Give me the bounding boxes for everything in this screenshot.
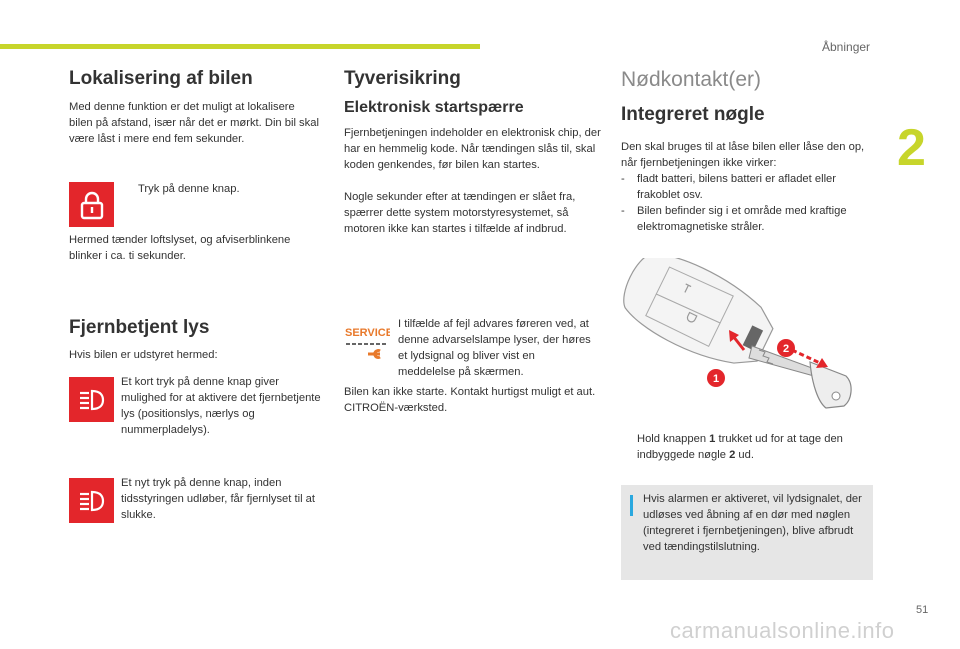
removal-arrow-icon: [791, 348, 828, 368]
chapter-number: 2: [897, 119, 926, 177]
headlight-button-1[interactable]: [69, 377, 114, 422]
info-icon: [630, 495, 633, 516]
remote-key-body: [623, 258, 774, 364]
service-warning-lamp: SERVICE: [344, 324, 393, 364]
integrated-key-list: -fladt batteri, bilens batteri er aflade…: [621, 171, 871, 235]
remote-light-item1: Et kort tryk på denne knap giver mulighe…: [121, 376, 321, 436]
headlight-button-2[interactable]: [69, 478, 114, 523]
header-accent-bar: [0, 44, 480, 49]
svg-text:2: 2: [783, 343, 789, 355]
immobiliser-subtitle: Elektronisk startspærre: [344, 99, 524, 116]
locate-title: Lokalisering af bilen: [69, 68, 253, 89]
antitheft-title: Tyverisikring: [344, 68, 461, 89]
step-bullet-icon: [621, 431, 637, 463]
immobiliser-para1: Fjernbetjeningen indeholder en elektroni…: [344, 127, 601, 171]
key-illustration: 1 2: [623, 258, 852, 409]
remote-light-item2: Et nyt tryk på denne knap, inden tidssty…: [121, 477, 315, 521]
watermark: carmanualsonline.info: [670, 618, 895, 643]
service-final: Bilen kan ikke starte. Kontakt hurtigst …: [344, 386, 596, 414]
locate-step: Tryk på denne knap.: [138, 183, 240, 195]
emergency-title: Nødkontakt(er): [621, 68, 762, 91]
list-item: -Bilen befinder sig i et område med kraf…: [621, 205, 847, 233]
page-number: 51: [916, 604, 929, 616]
section-label: Åbninger: [822, 40, 871, 54]
locate-intro: Med denne funktion er det muligt at loka…: [69, 101, 319, 145]
info-box: [621, 485, 873, 580]
info-text: Hvis alarmen er aktiveret, vil lydsignal…: [643, 493, 862, 553]
headlight-icon: [79, 490, 104, 511]
remote-light-intro: Hvis bilen er udstyret hermed:: [69, 349, 218, 361]
callout-1: 1: [707, 369, 725, 387]
service-text: I tilfælde af fejl advares føreren ved, …: [398, 318, 591, 378]
service-wrench-icon: SERVICE: [345, 327, 393, 359]
immobiliser-para2: Nogle sekunder efter at tændingen er slå…: [344, 191, 576, 235]
remote-light-title: Fjernbetjent lys: [69, 317, 210, 338]
list-item: -fladt batteri, bilens batteri er aflade…: [621, 173, 836, 201]
svg-text:SERVICE: SERVICE: [345, 327, 390, 339]
lock-button[interactable]: [69, 182, 114, 227]
headlight-icon: [79, 389, 104, 410]
integrated-key-step: Hold knappen 1 trukket ud for at tage de…: [621, 431, 871, 463]
integrated-key-subtitle: Integreret nøgle: [621, 104, 765, 125]
push-arrow-icon: [729, 330, 746, 351]
svg-text:1: 1: [713, 373, 719, 385]
lock-icon: [80, 191, 103, 219]
callout-2: 2: [777, 339, 795, 357]
metal-key-blade: [748, 345, 852, 409]
locate-result: Hermed tænder loftslyset, og afviserblin…: [69, 234, 291, 262]
integrated-key-intro: Den skal bruges til at låse bilen eller …: [621, 141, 865, 169]
